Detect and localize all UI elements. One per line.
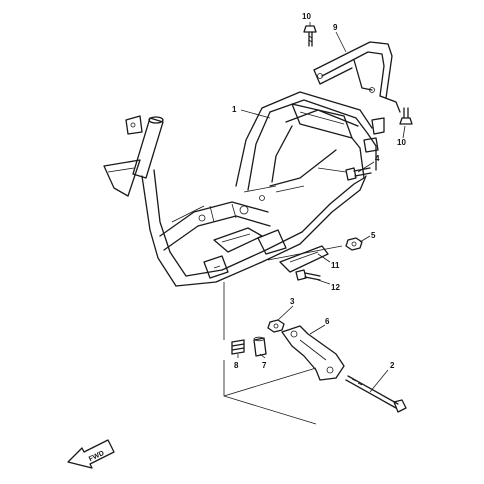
callout-12: 12 bbox=[331, 283, 340, 292]
callout-1: 1 bbox=[232, 105, 237, 114]
bolt-12 bbox=[295, 269, 321, 281]
callout-10-top: 10 bbox=[302, 12, 311, 21]
callout-10-right: 10 bbox=[397, 138, 406, 147]
bolt-10-right bbox=[399, 107, 413, 125]
nut-3 bbox=[267, 319, 285, 333]
callout-9: 9 bbox=[333, 23, 338, 32]
assembly-guide-lines bbox=[223, 167, 347, 425]
callout-7: 7 bbox=[262, 361, 267, 370]
callout-2: 2 bbox=[390, 361, 395, 370]
leader-lines bbox=[237, 22, 406, 393]
collar-7 bbox=[253, 336, 267, 357]
side-stand-6 bbox=[281, 325, 345, 381]
nut-5 bbox=[345, 237, 363, 251]
callout-8: 8 bbox=[234, 361, 239, 370]
callout-11: 11 bbox=[331, 261, 340, 270]
long-bolt-2 bbox=[345, 375, 407, 413]
callout-6: 6 bbox=[325, 317, 330, 326]
callout-4: 4 bbox=[375, 154, 380, 163]
bolt-4 bbox=[345, 167, 372, 181]
callout-3: 3 bbox=[290, 297, 295, 306]
main-frame bbox=[103, 91, 385, 287]
plate-11 bbox=[279, 245, 329, 273]
callout-numbers: 1 2 3 4 5 6 7 8 9 10 10 11 12 bbox=[232, 12, 406, 370]
fwd-arrow: FWD bbox=[67, 439, 115, 469]
spring-8 bbox=[231, 339, 245, 355]
rear-carrier-bracket bbox=[313, 41, 401, 113]
bolt-10-top bbox=[303, 25, 317, 47]
callout-5: 5 bbox=[371, 231, 376, 240]
